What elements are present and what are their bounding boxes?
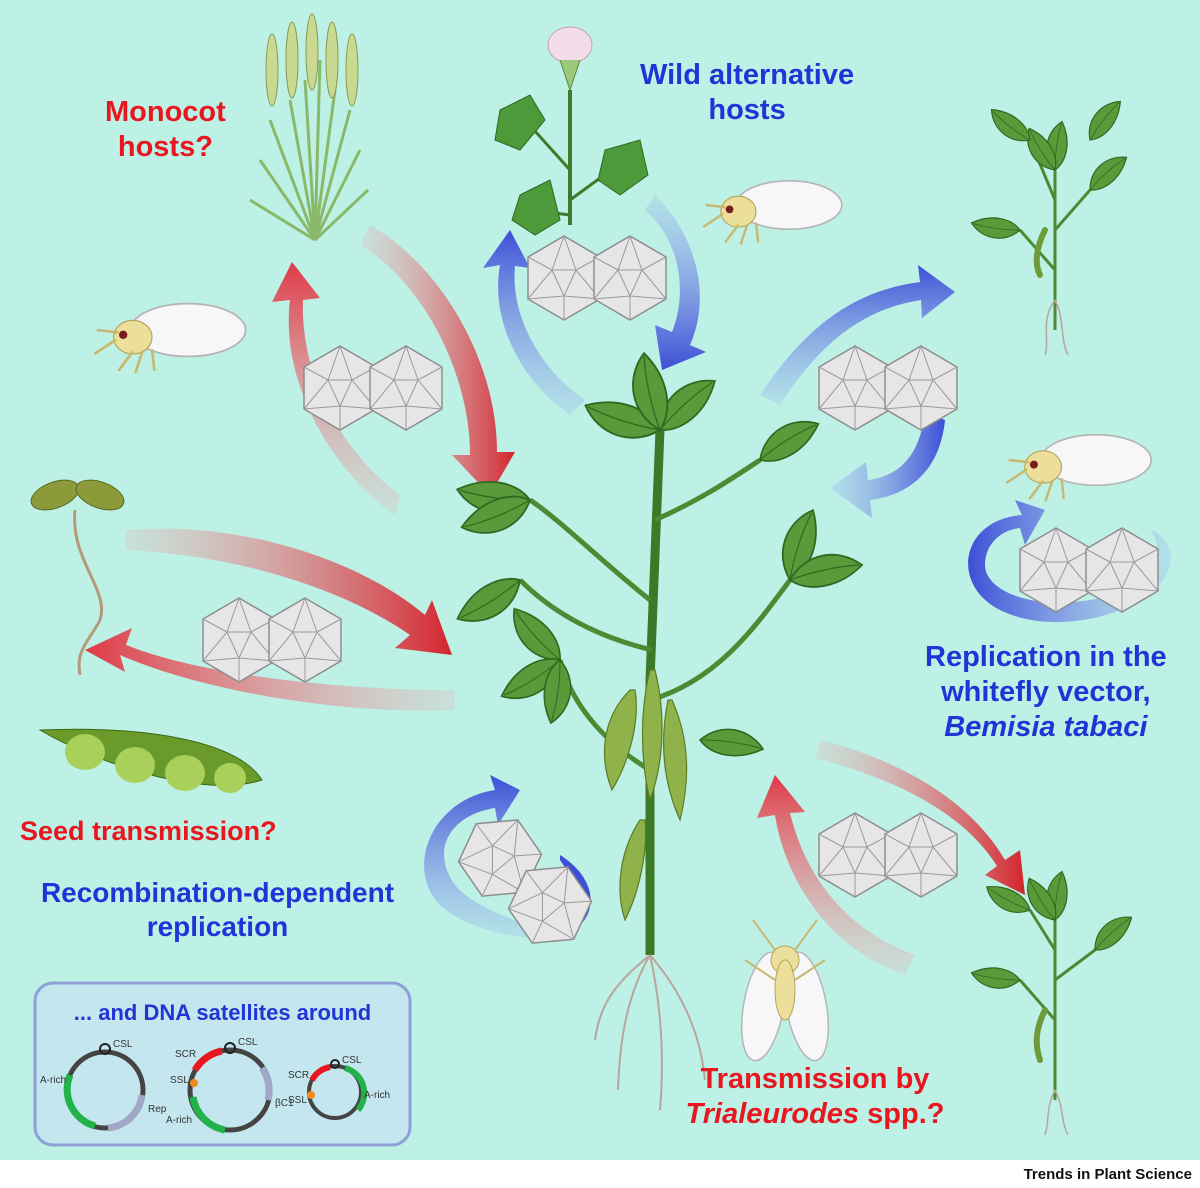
diagram-canvas: CSL A-rich Rep CSL SCR SSL A-rich βC1 CS…	[0, 0, 1200, 1160]
label-whitefly-line1: Replication in the	[925, 641, 1167, 673]
arrow-wild-to-plant	[645, 195, 706, 370]
circle1-label-csl: CSL	[113, 1039, 133, 1050]
label-recomb-line2: replication	[146, 910, 289, 942]
arrow-plant-to-seedling	[85, 628, 455, 711]
seedling-icon	[30, 479, 125, 676]
arrow-right-to-plant	[830, 412, 945, 518]
arrow-plant-to-monocot	[272, 262, 400, 515]
central-soybean-plant-icon	[449, 352, 863, 1111]
label-trial-spp: spp.?	[859, 1097, 945, 1130]
circle3-label-ssl: SSL	[288, 1095, 307, 1106]
diagram-graphics: CSL A-rich Rep CSL SCR SSL A-rich βC1 CS…	[0, 0, 1200, 1160]
wild-host-plant-icon	[494, 26, 649, 236]
label-monocot-line2: hosts?	[117, 130, 213, 163]
satellite-circle-1: CSL A-rich Rep	[40, 1039, 167, 1132]
background	[0, 0, 1200, 1160]
footer: Trends in Plant Science	[0, 1160, 1200, 1188]
label-trial-line2: Trialeurodes spp.?	[670, 1097, 960, 1132]
circle2-label-ssl: SSL	[170, 1075, 189, 1086]
circle2-label-csl: CSL	[238, 1037, 258, 1048]
circle2-label-bc1: βC1	[275, 1098, 294, 1109]
circle3-label-arich: A-rich	[364, 1090, 390, 1101]
arrow-lower-right-to-plant	[757, 775, 915, 975]
whitefly-icon-trialeurodes	[740, 919, 830, 1062]
source-credit: Trends in Plant Science	[1023, 1166, 1192, 1183]
label-wild-alternative-hosts: Wild alternative hosts	[640, 58, 854, 128]
circle1-label-arich: A-rich	[40, 1075, 66, 1086]
label-monocot-line1: Monocot	[105, 96, 226, 128]
circle2-label-scr: SCR	[175, 1049, 196, 1060]
label-monocot-hosts: Monocot hosts?	[105, 95, 226, 165]
satellites-box-title: ... and DNA satellites around	[73, 1000, 372, 1025]
arrow-to-plant-seed-upper	[125, 528, 452, 655]
label-recomb-line1: Recombination-dependent	[40, 877, 395, 908]
label-wild-line2: hosts	[708, 93, 786, 126]
label-trial-line1: Transmission by	[700, 1063, 930, 1095]
label-wild-line1: Wild alternative	[640, 59, 855, 91]
satellite-circle-3: CSL SCR SSL A-rich	[288, 1055, 390, 1120]
circle3-label-csl: CSL	[342, 1055, 362, 1066]
arrow-plant-to-wild	[483, 230, 585, 415]
soybean-plant-right-icon	[968, 95, 1135, 356]
label-trial-genus: Trialeurodes	[685, 1097, 860, 1130]
satellite-circle-2: CSL SCR SSL A-rich βC1	[166, 1037, 294, 1134]
arrow-plant-to-right-soybean	[760, 265, 955, 405]
label-trialeurodes-transmission: Transmission by Trialeurodes spp.?	[670, 1062, 960, 1132]
monocot-wheat-icon	[249, 13, 370, 242]
circle1-label-rep: Rep	[148, 1104, 167, 1115]
soybean-plant-lower-right-icon	[968, 868, 1140, 1136]
seed-pod-icon	[38, 728, 263, 793]
circle2-label-arich: A-rich	[166, 1115, 192, 1126]
label-recombination-replication: Recombination-dependent replication	[15, 876, 420, 943]
label-whitefly-line2: whitefly vector,	[941, 675, 1151, 708]
circle3-label-scr: SCR	[288, 1070, 309, 1081]
satellites-box	[33, 981, 412, 1147]
label-seed-transmission: Seed transmission?	[20, 816, 277, 846]
label-whitefly-species: Bemisia tabaci	[944, 710, 1148, 743]
arrow-monocot-to-plant	[360, 225, 515, 495]
label-whitefly-replication: Replication in the whitefly vector, Bemi…	[925, 640, 1167, 744]
arrow-plant-to-lower-right	[815, 740, 1025, 895]
